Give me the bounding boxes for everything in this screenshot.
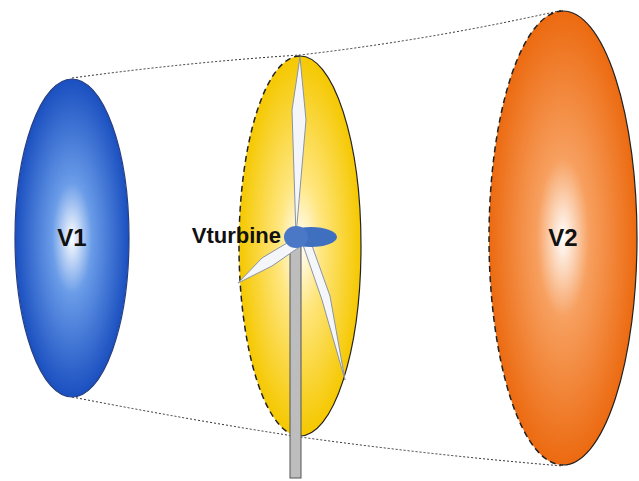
blade <box>292 57 306 236</box>
tower <box>290 240 301 478</box>
nacelle <box>285 227 337 247</box>
hub <box>284 226 308 248</box>
velocity-label: Vturbine <box>192 224 281 248</box>
blade <box>302 240 345 380</box>
rotor-disc: Vturbine <box>238 55 362 437</box>
airflow-section: V2 <box>488 10 638 466</box>
velocity-label: V1 <box>57 225 86 251</box>
velocity-label: V2 <box>548 225 577 251</box>
airflow-section: V1 <box>14 78 130 398</box>
